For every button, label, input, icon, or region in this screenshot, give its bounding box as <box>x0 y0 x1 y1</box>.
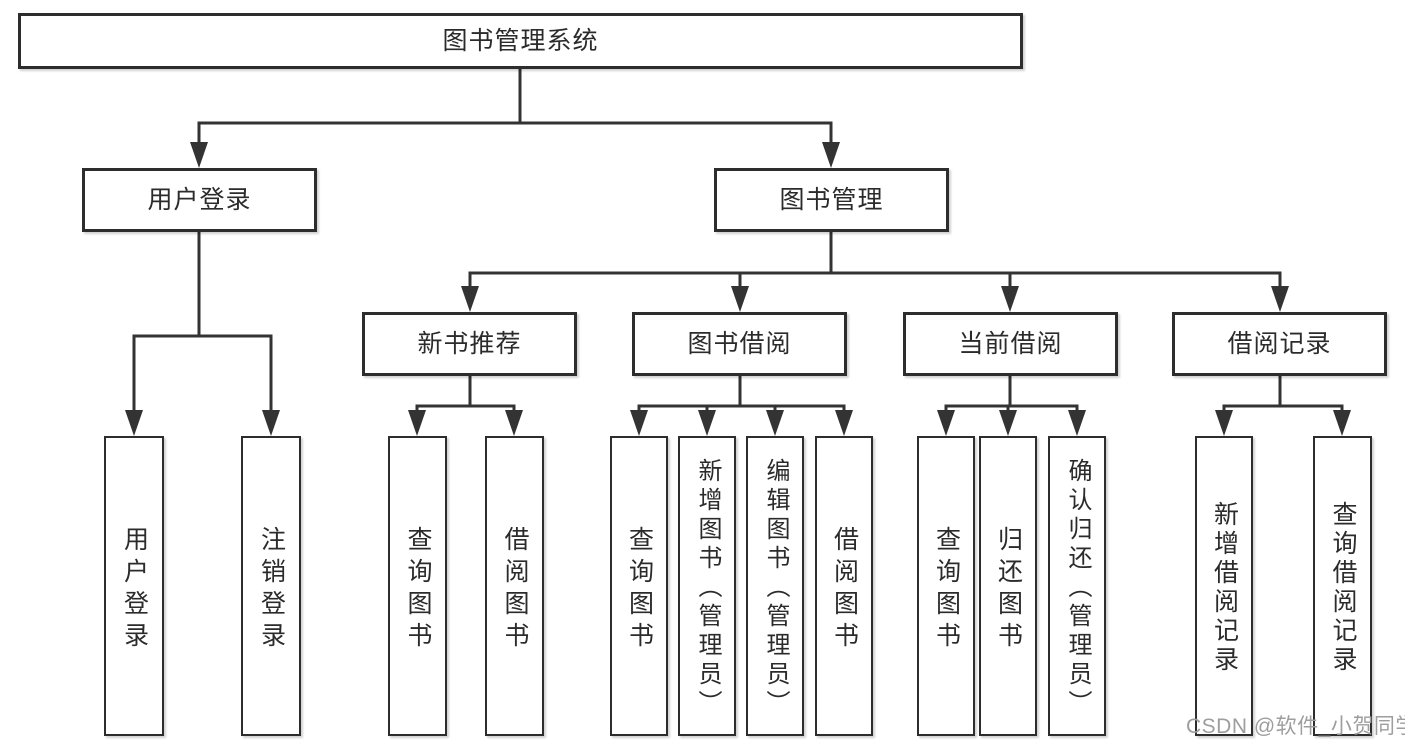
node-leaf-borrow-query-books: 查询图书 <box>610 436 668 736</box>
node-leaf-query-borrow-record-label: 查询借阅记录 <box>1329 501 1357 675</box>
node-leaf-recommend-query-books-label: 查询图书 <box>404 525 432 654</box>
node-leaf-logout: 注销登录 <box>241 436 301 736</box>
node-leaf-add-borrow-record-label: 新增借阅记录 <box>1210 501 1239 675</box>
node-leaf-current-query-books-label: 查询图书 <box>932 525 961 654</box>
connector-borrow-records-to-leaves <box>1215 374 1351 436</box>
node-current-borrow-label: 当前借阅 <box>958 329 1063 358</box>
node-leaf-borrow-books: 借阅图书 <box>815 436 873 736</box>
node-new-book-recommend-label: 新书推荐 <box>417 329 522 358</box>
connector-root-to-level2 <box>190 67 840 168</box>
node-leaf-query-borrow-record: 查询借阅记录 <box>1313 436 1372 736</box>
connector-book-management-to-level3 <box>461 230 1289 312</box>
node-leaf-confirm-return-admin: 确认归还（管理员） <box>1048 436 1106 736</box>
node-leaf-recommend-query-books: 查询图书 <box>388 436 447 736</box>
node-leaf-user-login-label: 用户登录 <box>120 525 149 654</box>
node-book-management-label: 图书管理 <box>779 185 884 214</box>
node-borrow-records-label: 借阅记录 <box>1227 329 1332 358</box>
node-book-management: 图书管理 <box>714 168 949 232</box>
node-new-book-recommend: 新书推荐 <box>362 312 577 376</box>
node-leaf-logout-label: 注销登录 <box>257 525 286 654</box>
node-leaf-add-borrow-record: 新增借阅记录 <box>1195 436 1253 736</box>
node-user-login: 用户登录 <box>82 168 317 232</box>
node-borrow-records: 借阅记录 <box>1172 312 1387 376</box>
node-leaf-borrow-query-books-label: 查询图书 <box>625 525 654 654</box>
connector-user-login-to-leaves <box>125 230 280 436</box>
node-user-login-label: 用户登录 <box>147 185 252 214</box>
node-book-borrow: 图书借阅 <box>632 312 847 376</box>
node-book-borrow-label: 图书借阅 <box>687 329 792 358</box>
node-leaf-edit-books-admin: 编辑图书（管理员） <box>746 436 804 736</box>
node-root: 图书管理系统 <box>18 13 1023 69</box>
connector-new-book-recommend-to-leaves <box>408 374 523 436</box>
node-leaf-return-books-label: 归还图书 <box>994 525 1023 654</box>
connector-current-borrow-to-leaves <box>937 374 1086 436</box>
node-leaf-recommend-borrow-books: 借阅图书 <box>485 436 544 736</box>
node-leaf-borrow-books-label: 借阅图书 <box>830 525 859 654</box>
node-leaf-edit-books-admin-label: 编辑图书（管理员） <box>762 458 789 719</box>
node-root-label: 图书管理系统 <box>442 26 599 55</box>
node-leaf-return-books: 归还图书 <box>979 436 1037 736</box>
csdn-watermark: CSDN @软件_小贺同学 <box>1186 715 1405 738</box>
connector-book-borrow-to-leaves <box>630 374 853 436</box>
node-leaf-current-query-books: 查询图书 <box>917 436 975 736</box>
node-leaf-add-books-admin: 新增图书（管理员） <box>678 436 736 736</box>
node-leaf-recommend-borrow-books-label: 借阅图书 <box>501 525 529 654</box>
node-leaf-user-login: 用户登录 <box>104 436 164 736</box>
node-leaf-confirm-return-admin-label: 确认归还（管理员） <box>1064 458 1091 719</box>
node-leaf-add-books-admin-label: 新增图书（管理员） <box>694 458 721 719</box>
node-current-borrow: 当前借阅 <box>903 312 1118 376</box>
